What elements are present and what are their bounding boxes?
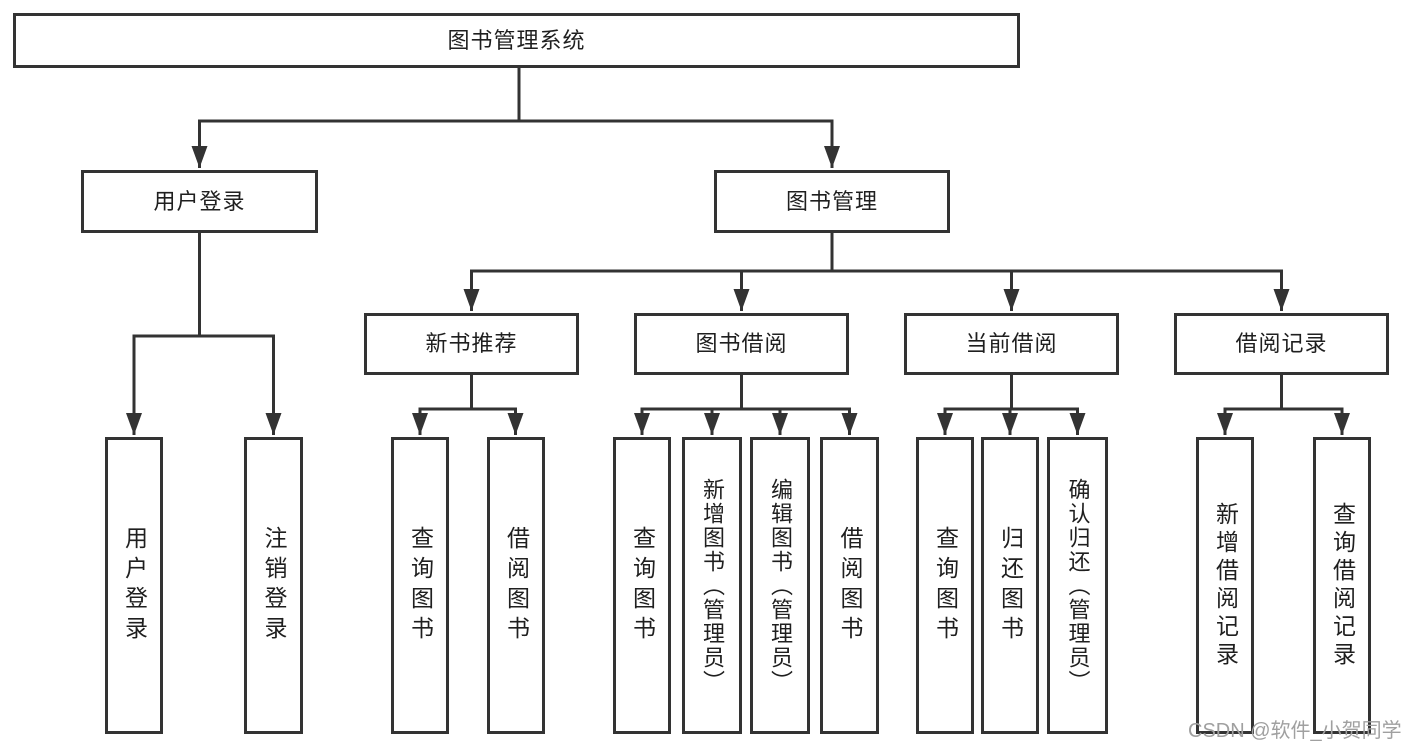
node-root: 图书管理系统 [13, 13, 1020, 68]
leaf-record-query-label: 查询借阅记录 [1329, 501, 1355, 670]
leaf-newbook-borrow: 借阅图书 [487, 437, 545, 734]
leaf-newbook-query-label: 查询图书 [407, 525, 433, 646]
connector-borrow-record [1217, 375, 1350, 435]
leaf-record-query: 查询借阅记录 [1313, 437, 1371, 734]
leaf-logout: 注销登录 [244, 437, 303, 734]
node-user-login: 用户登录 [81, 170, 318, 233]
node-borrow-record: 借阅记录 [1174, 313, 1389, 375]
connector-book-borrow [634, 375, 858, 435]
leaf-record-add-label: 新增借阅记录 [1212, 501, 1238, 670]
leaf-borrow-edit-admin-label: 编辑图书（管理员） [768, 477, 793, 694]
leaf-current-confirm-admin: 确认归还（管理员） [1047, 437, 1108, 734]
node-book-borrow-label: 图书借阅 [695, 331, 788, 356]
leaf-user-login: 用户登录 [105, 437, 163, 734]
node-new-book-rec: 新书推荐 [364, 313, 579, 375]
connector-current-borrow [937, 375, 1086, 435]
connector-new-book [412, 375, 524, 435]
leaf-current-confirm-admin-label: 确认归还（管理员） [1065, 477, 1091, 694]
node-user-login-label: 用户登录 [153, 188, 246, 214]
leaf-user-login-label: 用户登录 [121, 525, 147, 646]
connector-root-split [191, 68, 840, 168]
leaf-borrow-query: 查询图书 [613, 437, 671, 734]
leaf-newbook-borrow-label: 借阅图书 [503, 525, 529, 646]
node-new-book-rec-label: 新书推荐 [425, 331, 518, 356]
leaf-current-return: 归还图书 [981, 437, 1039, 734]
leaf-borrow-add-admin-label: 新增图书（管理员） [700, 477, 725, 694]
node-book-mgmt-label: 图书管理 [785, 188, 878, 214]
connector-book-mgmt [463, 233, 1290, 311]
node-current-borrow: 当前借阅 [904, 313, 1119, 375]
leaf-borrow-add-admin: 新增图书（管理员） [682, 437, 742, 734]
node-book-borrow: 图书借阅 [634, 313, 849, 375]
leaf-newbook-query: 查询图书 [391, 437, 449, 734]
leaf-current-return-label: 归还图书 [997, 525, 1023, 646]
connector-user-login [126, 233, 282, 435]
leaf-record-add: 新增借阅记录 [1196, 437, 1254, 734]
leaf-logout-label: 注销登录 [261, 525, 286, 646]
leaf-borrow-borrow-label: 借阅图书 [837, 525, 862, 646]
node-borrow-record-label: 借阅记录 [1235, 331, 1328, 356]
leaf-borrow-edit-admin: 编辑图书（管理员） [750, 437, 810, 734]
node-book-mgmt: 图书管理 [714, 170, 950, 233]
leaf-current-query-label: 查询图书 [932, 525, 958, 646]
leaf-borrow-query-label: 查询图书 [629, 525, 655, 646]
node-root-label: 图书管理系统 [447, 27, 586, 53]
node-current-borrow-label: 当前借阅 [965, 331, 1058, 356]
leaf-borrow-borrow: 借阅图书 [820, 437, 879, 734]
watermark: CSDN @软件_小贺同学 [1188, 720, 1402, 742]
leaf-current-query: 查询图书 [916, 437, 974, 734]
